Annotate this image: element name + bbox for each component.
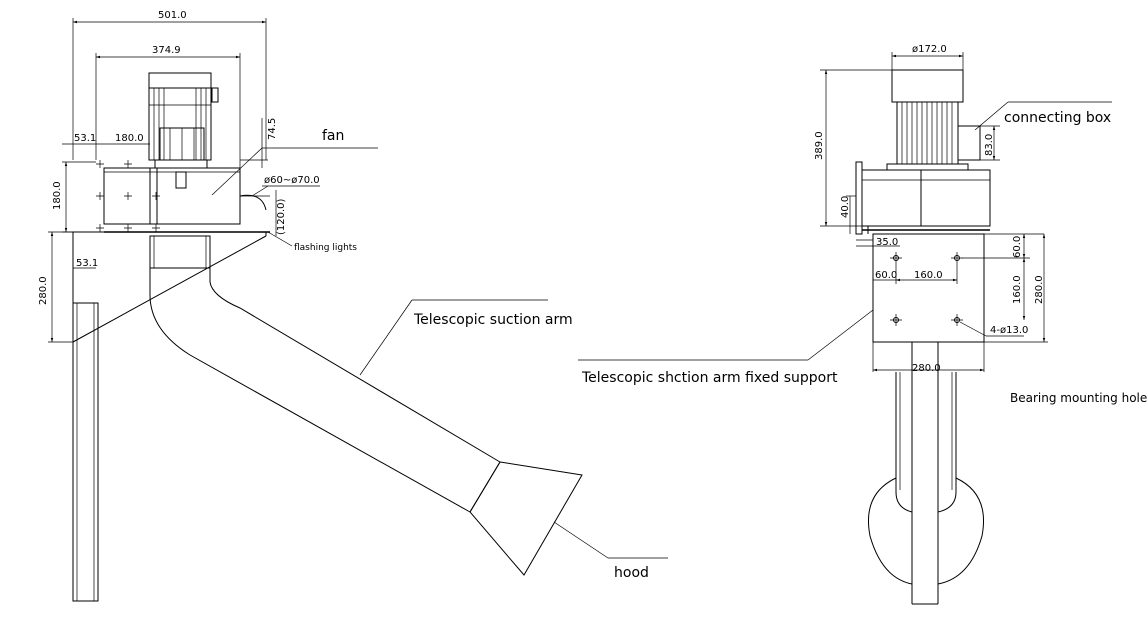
dim-offset-top: 53.1 180.0 [62, 133, 150, 145]
callout-telescopic-arm: Telescopic suction arm [359, 299, 573, 376]
dim-label-fan-length: 180.0 [115, 133, 144, 144]
side-arm-collar [149, 235, 211, 269]
callout-label-fixed-support: Telescopic shction arm fixed support [581, 370, 838, 386]
dim-label-bracket-height: 280.0 [38, 276, 49, 305]
mounting-hole [890, 314, 902, 326]
dim-label-plate-height: 280.0 [1034, 275, 1045, 304]
side-fan-housing [96, 160, 270, 232]
side-bracket [48, 231, 270, 602]
dim-label-hole-spacing-y: 160.0 [1012, 275, 1023, 304]
dim-label-duct-length: (120.0) [276, 198, 287, 235]
callout-label-telescopic-arm: Telescopic suction arm [413, 312, 573, 328]
mounting-hole [951, 252, 963, 264]
dim-duct: ø60~ø70.0 (120.0) [251, 175, 320, 236]
dim-label-overall-width: 501.0 [158, 10, 187, 21]
callout-label-hood: hood [614, 565, 649, 581]
callout-flashing-lights: flashing lights [267, 231, 357, 253]
dim-fan-height-right: 74.5 [240, 118, 278, 168]
dim-label-hole-offset-top: 60.0 [1012, 236, 1023, 258]
dim-label-motor-diameter: ø172.0 [912, 44, 947, 55]
mounting-hole [951, 314, 963, 326]
callout-holes: 4-ø13.0 [959, 321, 1028, 337]
dim-label-fan-height-right: 74.5 [267, 118, 278, 140]
front-mounting-plate [856, 233, 985, 372]
side-telescopic-arm [149, 268, 501, 513]
side-motor [148, 72, 219, 169]
dim-motor-width: 374.9 [95, 45, 241, 175]
dim-total-height: 389.0 [814, 69, 892, 227]
dim-hole-horizontal: 60.0 160.0 [873, 264, 958, 284]
dim-label-total-height: 389.0 [814, 131, 825, 160]
callout-fan: fan [211, 128, 378, 196]
dim-label-motor-width: 374.9 [152, 45, 181, 56]
dim-body-height: 180.0 [52, 161, 96, 233]
dim-hole-offset-top: 60.0 [962, 233, 1044, 259]
callout-label-fan: fan [322, 128, 344, 144]
front-fan-housing [855, 161, 991, 235]
dim-label-offset-top: 53.1 [74, 133, 96, 144]
callout-label-connecting-box: connecting box [1004, 110, 1111, 126]
front-motor [886, 69, 981, 171]
dim-label-plate-width: 280.0 [912, 363, 941, 374]
dim-plate-width: 280.0 [873, 363, 984, 374]
callout-label-bearing-hole: Bearing mounting hole [1010, 391, 1147, 405]
dim-base-offset: 40.0 [840, 195, 856, 234]
dim-label-hole-offset-left: 60.0 [875, 270, 897, 281]
callout-connecting-box: connecting box [974, 101, 1112, 131]
dim-edge-offset: 35.0 [876, 237, 898, 248]
mounting-hole [890, 252, 902, 264]
dim-bracket: 53.1 280.0 [38, 232, 98, 343]
dim-label-hole-spacing-x: 160.0 [914, 270, 943, 281]
front-telescopic-arm [895, 342, 957, 605]
side-hood [469, 461, 583, 576]
dim-label-edge-offset: 35.0 [876, 237, 898, 248]
callout-label-flashing-lights: flashing lights [294, 243, 357, 253]
callout-label-holes: 4-ø13.0 [990, 325, 1028, 336]
dim-label-base-offset: 40.0 [840, 196, 851, 218]
dim-label-body-height: 180.0 [52, 181, 63, 210]
dim-motor-diameter: ø172.0 [891, 44, 964, 70]
dim-label-box-height: 83.0 [984, 134, 995, 156]
dim-label-bracket-offset: 53.1 [76, 258, 98, 269]
dim-label-duct-diameter: ø60~ø70.0 [264, 175, 320, 186]
side-view: 501.0 374.9 [38, 10, 668, 602]
front-view: ø172.0 [578, 44, 1147, 605]
dim-hole-vertical: 160.0 [1012, 258, 1026, 320]
dim-box-height: 83.0 [980, 125, 1000, 161]
dim-plate-height: 280.0 [984, 234, 1048, 343]
dim-overall-width: 501.0 [72, 10, 267, 160]
callout-hood: hood [553, 521, 668, 581]
callout-fixed-support: Telescopic shction arm fixed support [578, 309, 874, 386]
front-hood [868, 477, 984, 585]
